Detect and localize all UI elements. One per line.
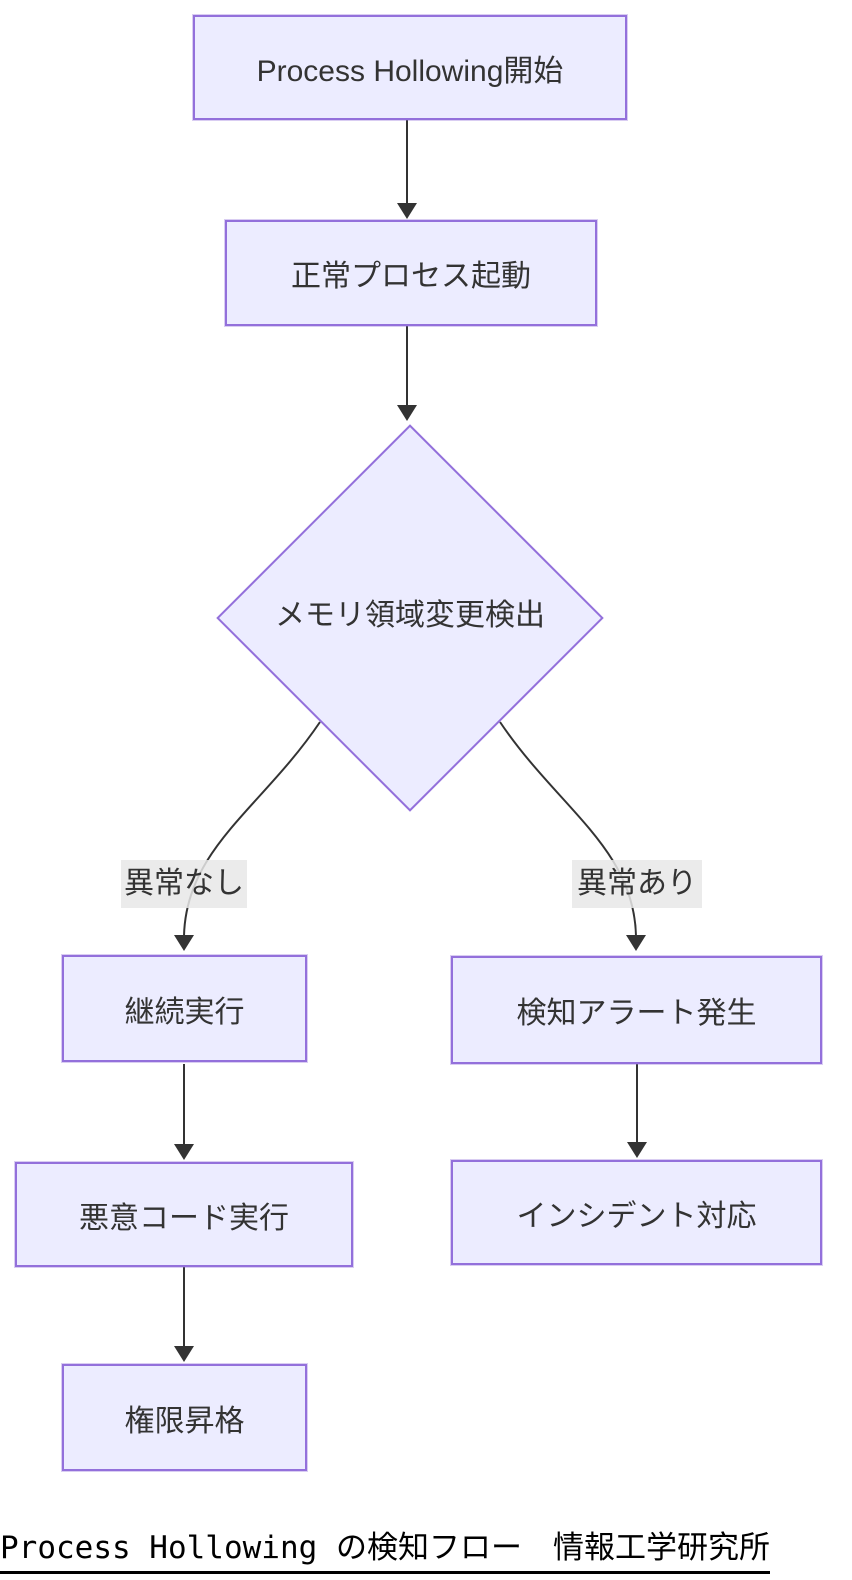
arrowhead-icon xyxy=(397,203,417,219)
arrowhead-icon xyxy=(627,1142,647,1158)
node-process-hollowing-start: Process Hollowing開始 xyxy=(192,14,628,121)
node-continue-execution: 継続実行 xyxy=(61,954,308,1063)
arrowhead-icon xyxy=(626,935,646,951)
arrowhead-icon xyxy=(174,1144,194,1160)
node-detection-alert: 検知アラート発生 xyxy=(450,955,823,1065)
node-privilege-escalation: 権限昇格 xyxy=(61,1363,308,1472)
node-normal-process-launch: 正常プロセス起動 xyxy=(224,219,598,327)
edge-label-anomaly-found: 異常あり xyxy=(572,860,702,908)
diagram-caption: Process Hollowing の検知フロー 情報工学研究所 xyxy=(0,1522,770,1574)
arrowhead-icon xyxy=(174,1346,194,1362)
edge-label-no-anomaly: 異常なし xyxy=(121,860,247,908)
node-memory-change-detection: メモリ領域変更検出 xyxy=(275,599,545,632)
node-incident-response: インシデント対応 xyxy=(450,1159,823,1266)
arrowhead-icon xyxy=(174,935,194,951)
node-malicious-code-execution: 悪意コード実行 xyxy=(14,1161,354,1268)
arrowhead-icon xyxy=(397,405,417,421)
